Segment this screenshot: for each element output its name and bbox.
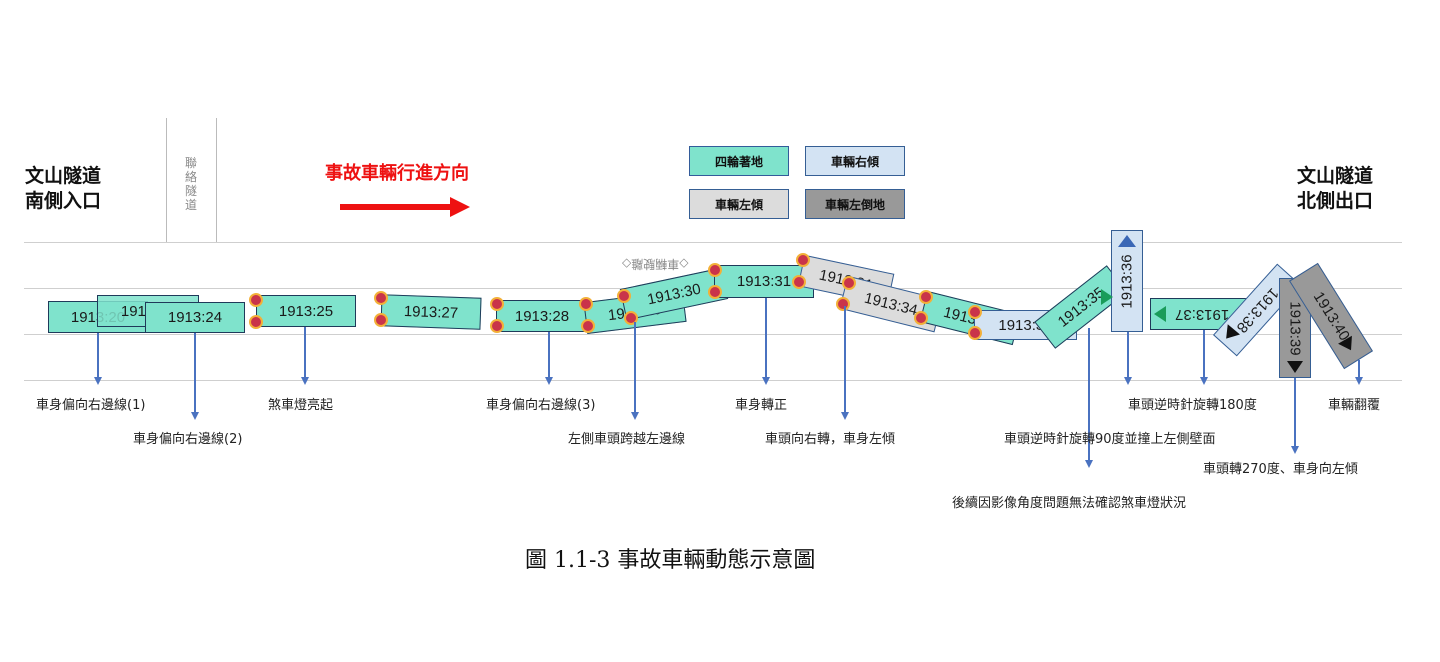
callout-arrow-icon bbox=[545, 377, 553, 385]
callout-line-12 bbox=[1358, 360, 1360, 377]
figure-caption: 圖 1.1-3 事故車輛動態示意圖 bbox=[525, 548, 816, 573]
callout-arrow-icon bbox=[1085, 460, 1093, 468]
callout-line-3 bbox=[304, 327, 306, 377]
brake-light-icon bbox=[836, 297, 850, 311]
brake-light-icon bbox=[490, 319, 504, 333]
annotation-rotate-90: 車頭逆時針旋轉90度並撞上左側壁面 bbox=[1004, 432, 1216, 447]
callout-arrow-icon bbox=[1200, 377, 1208, 385]
vehicle-1913-36-label: 1913:36 bbox=[1118, 253, 1136, 309]
callout-line-4 bbox=[548, 332, 550, 377]
brake-light-icon bbox=[374, 291, 388, 305]
callout-arrow-icon bbox=[191, 412, 199, 420]
vehicle-heading-1913-39-icon bbox=[1287, 361, 1303, 373]
callout-arrow-icon bbox=[1355, 377, 1363, 385]
annotation-brake-light: 煞車燈亮起 bbox=[268, 398, 334, 413]
callout-line-8 bbox=[1088, 328, 1090, 460]
callout-line-6 bbox=[765, 298, 767, 377]
annotation-rotate-180: 車頭逆時針旋轉180度 bbox=[1128, 398, 1257, 413]
brake-light-icon bbox=[792, 275, 806, 289]
annotation-right-edge-1: 車身偏向右邊線(1) bbox=[36, 398, 146, 413]
vehicle-1913-39-label: 1913:39 bbox=[1286, 300, 1304, 356]
legend-left-down: 車輛左倒地 bbox=[805, 189, 905, 219]
callout-line-7 bbox=[844, 306, 846, 412]
callout-arrow-icon bbox=[762, 377, 770, 385]
annotation-rotate-270: 車頭轉270度、車身向左傾 bbox=[1203, 462, 1358, 477]
legend-tilt-left: 車輛左傾 bbox=[689, 189, 789, 219]
north-exit-line1: 文山隧道 bbox=[1297, 165, 1374, 187]
brake-light-icon bbox=[579, 297, 593, 311]
vehicle-1913-37-label: 1913:37 bbox=[1174, 305, 1230, 323]
brake-light-icon bbox=[968, 326, 982, 340]
legend-four-wheel: 四輪著地 bbox=[689, 146, 789, 176]
brake-light-icon bbox=[842, 276, 856, 290]
vehicle-heading-1913-37-icon bbox=[1154, 306, 1166, 322]
callout-line-2 bbox=[194, 333, 196, 412]
brake-light-icon bbox=[708, 263, 722, 277]
vehicle-1913-24: 1913:24 bbox=[145, 302, 245, 333]
vehicle-1913-36: 1913:36 bbox=[1111, 230, 1143, 332]
callout-arrow-icon bbox=[94, 377, 102, 385]
south-entrance-line1: 文山隧道 bbox=[25, 165, 102, 187]
direction-arrow-icon bbox=[450, 197, 470, 217]
vehicle-heading-1913-36-icon bbox=[1118, 235, 1136, 247]
annotation-right-edge-3: 車身偏向右邊線(3) bbox=[486, 398, 596, 413]
brake-light-icon bbox=[624, 311, 638, 325]
north-exit-label: 文山隧道 北側出口 bbox=[1297, 164, 1373, 214]
vehicle-1913-40-label: 1913:40 bbox=[1309, 288, 1353, 344]
callout-line-9 bbox=[1127, 332, 1129, 377]
ghost-reversed-text: ◇車輛駛離◇ bbox=[622, 257, 689, 271]
callout-line-1 bbox=[97, 333, 99, 377]
callout-line-10 bbox=[1203, 330, 1205, 377]
brake-light-icon bbox=[490, 297, 504, 311]
vehicle-1913-28: 1913:28 bbox=[496, 300, 588, 332]
brake-light-icon bbox=[914, 311, 928, 325]
north-exit-line2: 北側出口 bbox=[1297, 190, 1374, 212]
lane-line-3 bbox=[24, 334, 1402, 335]
callout-line-5 bbox=[634, 322, 636, 412]
annotation-brake-unknown: 後續因影像角度問題無法確認煞車燈狀況 bbox=[952, 496, 1187, 511]
annotation-straighten: 車身轉正 bbox=[735, 398, 788, 413]
brake-light-icon bbox=[796, 253, 810, 267]
annotation-left-edge-cross: 左側車頭跨越左邊線 bbox=[568, 432, 686, 447]
vehicle-heading-1913-35-icon bbox=[1101, 289, 1113, 305]
vehicle-1913-38-label: 1913:38 bbox=[1232, 284, 1282, 336]
annotation-rollover: 車輛翻覆 bbox=[1328, 398, 1381, 413]
brake-light-icon bbox=[919, 290, 933, 304]
connector-tunnel-right-wall bbox=[216, 118, 217, 242]
annotation-turn-right-tilt-left: 車頭向右轉，車身左傾 bbox=[765, 432, 896, 447]
connector-tunnel-left-wall bbox=[166, 118, 167, 242]
callout-arrow-icon bbox=[631, 412, 639, 420]
brake-light-icon bbox=[374, 313, 388, 327]
lane-line-4 bbox=[24, 380, 1402, 381]
callout-line-11 bbox=[1294, 378, 1296, 446]
callout-arrow-icon bbox=[1291, 446, 1299, 454]
callout-arrow-icon bbox=[301, 377, 309, 385]
vehicle-1913-25: 1913:25 bbox=[256, 295, 356, 327]
brake-light-icon bbox=[968, 305, 982, 319]
brake-light-icon bbox=[249, 293, 263, 307]
direction-arrow-shaft bbox=[340, 204, 452, 210]
connector-tunnel-label: 聯絡隧道 bbox=[184, 156, 197, 212]
callout-arrow-icon bbox=[1124, 377, 1132, 385]
lane-line-1 bbox=[24, 242, 1402, 243]
south-entrance-line2: 南側入口 bbox=[25, 190, 102, 212]
direction-label: 事故車輛行進方向 bbox=[325, 163, 469, 184]
brake-light-icon bbox=[581, 319, 595, 333]
brake-light-icon bbox=[249, 315, 263, 329]
vehicle-1913-27: 1913:27 bbox=[380, 294, 482, 330]
callout-arrow-icon bbox=[841, 412, 849, 420]
legend-tilt-right: 車輛右傾 bbox=[805, 146, 905, 176]
annotation-right-edge-2: 車身偏向右邊線(2) bbox=[133, 432, 243, 447]
brake-light-icon bbox=[708, 285, 722, 299]
south-entrance-label: 文山隧道 南側入口 bbox=[25, 164, 101, 214]
brake-light-icon bbox=[617, 289, 631, 303]
